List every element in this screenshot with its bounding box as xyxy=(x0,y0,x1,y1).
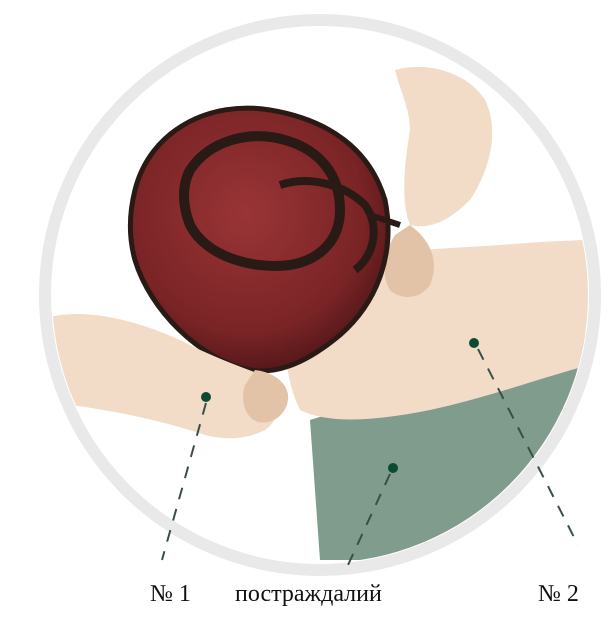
marker-rescuer-1 xyxy=(201,392,211,402)
marker-rescuer-2 xyxy=(469,338,479,348)
rescuer-2-hand xyxy=(385,225,434,297)
rescuer-2-arm xyxy=(395,67,492,226)
marker-victim xyxy=(388,463,398,473)
label-victim: постраждалий xyxy=(235,582,382,606)
rescuer-1-hand xyxy=(243,370,288,423)
label-rescuer-2: № 2 xyxy=(538,582,579,606)
label-rescuer-1: № 1 xyxy=(150,582,191,606)
